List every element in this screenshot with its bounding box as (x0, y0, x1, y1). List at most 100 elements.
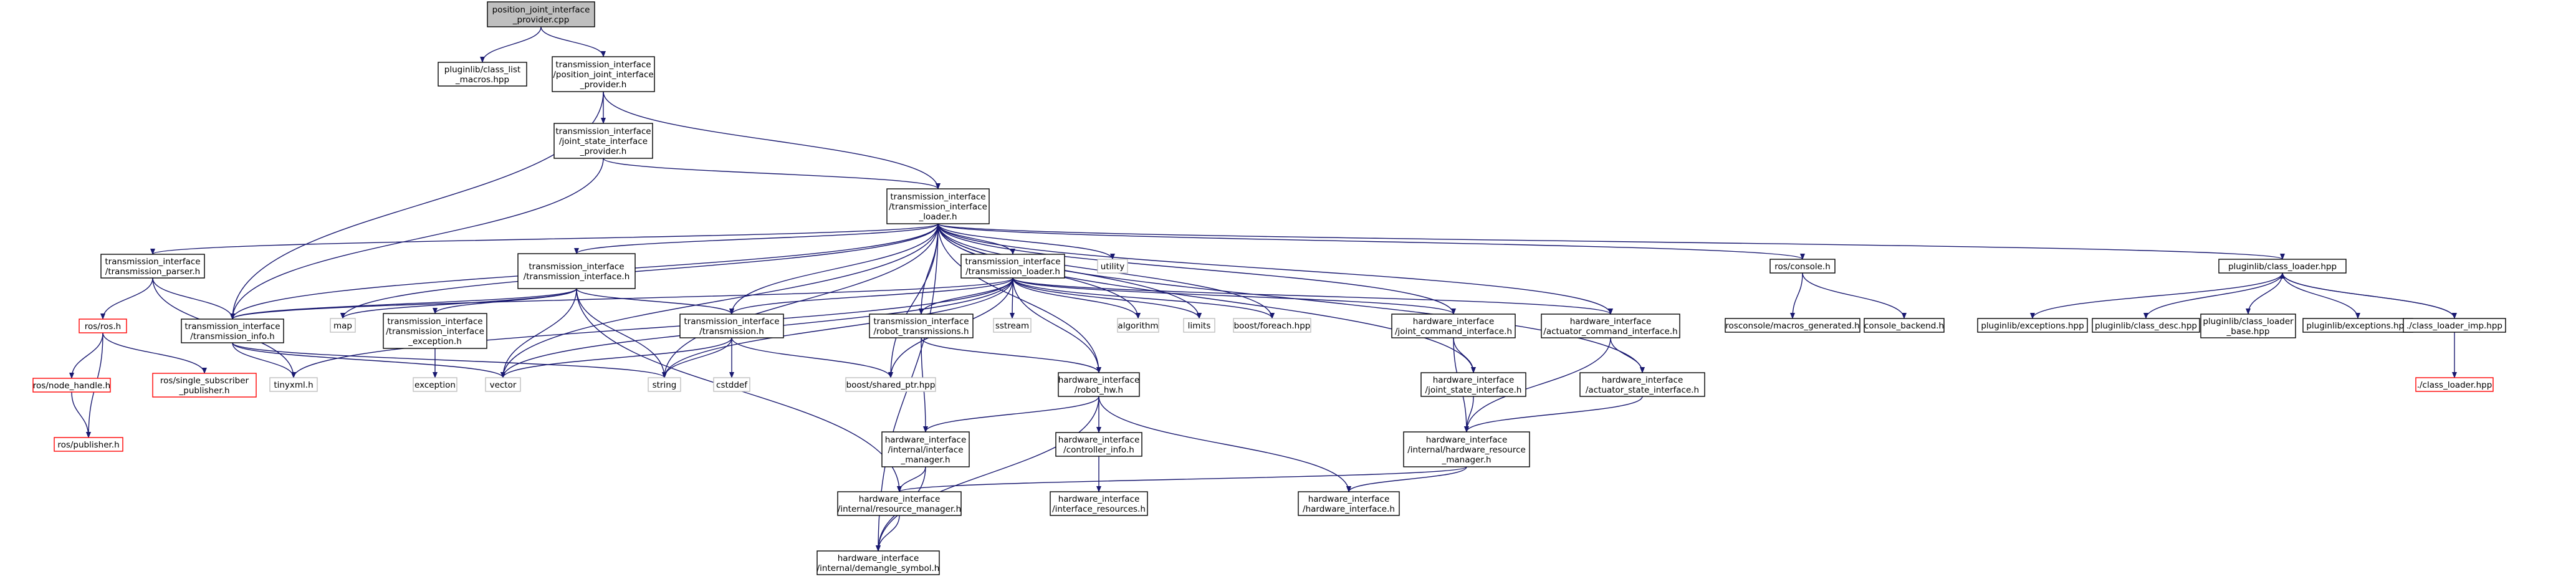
node-label: ./class_loader_imp.hpp (2406, 321, 2502, 331)
node-box (1183, 318, 1215, 333)
node-label: /internal/demangle_symbol.h (817, 563, 940, 573)
node-hi_robot_hw[interactable]: hardware_interface/robot_hw.h (1058, 372, 1140, 397)
node-class_loader_imp[interactable]: ./class_loader_imp.hpp (2403, 318, 2506, 333)
edge-robot_tr_loader-to-string (662, 277, 1013, 378)
node-tinyxml: tinyxml.h (269, 377, 318, 392)
node-pl_class_desc[interactable]: pluginlib/class_desc.hpp (2092, 318, 2200, 333)
node-label: _publisher.h (179, 386, 230, 396)
edge-robot_tr_loader-to-algorithm (1012, 277, 1141, 319)
node-ti_exception[interactable]: transmission_interface/transmission_inte… (383, 313, 487, 349)
node-ti_interface[interactable]: transmission_interface/transmission_inte… (517, 253, 636, 289)
node-hi_demangle[interactable]: hardware_interface/internal/demangle_sym… (816, 550, 940, 575)
node-label: vector (490, 380, 517, 390)
edge-ti_loader-to-pl_class_loader (937, 223, 2285, 260)
node-robot_tr_loader[interactable]: transmission_interface/transmission_load… (960, 254, 1065, 279)
node-node_handle[interactable]: ros/node_handle.h (32, 378, 111, 393)
node-pl_class_loader_base[interactable]: pluginlib/class_loader_base.hpp (2200, 313, 2296, 338)
node-label: rosconsole/macros_generated.h (1725, 321, 1859, 331)
node-pl_class_loader[interactable]: pluginlib/class_loader.hpp (2218, 259, 2347, 274)
node-box (152, 373, 257, 398)
node-console_backend[interactable]: console_backend.h (1864, 318, 1945, 333)
edge-ti_info-to-string (232, 342, 667, 378)
node-ros_ros[interactable]: ros/ros.h (79, 318, 127, 333)
node-box (2092, 318, 2200, 333)
node-label: _manager.h (1441, 455, 1491, 465)
node-pl_exceptions1[interactable]: pluginlib/exceptions.hpp (1977, 318, 2088, 333)
node-label: transmission_interface (387, 317, 482, 327)
node-label: hardware_interface (1058, 375, 1140, 385)
node-hi_res_manager[interactable]: hardware_interface/internal/resource_man… (837, 491, 962, 516)
node-ti_parser[interactable]: transmission_interface/transmission_pars… (100, 254, 205, 279)
node-box (713, 377, 750, 392)
edge-ti_loader-to-boost_shared_ptr (888, 223, 939, 378)
node-box (553, 123, 653, 159)
node-hi_act_state[interactable]: hardware_interface/actuator_state_interf… (1579, 372, 1705, 397)
node-joint_state_provider[interactable]: transmission_interface/joint_state_inter… (553, 123, 653, 159)
node-hi_joint_cmd[interactable]: hardware_interface/joint_command_interfa… (1391, 313, 1516, 338)
node-label: hardware_interface (885, 435, 967, 445)
node-vector: vector (485, 377, 521, 392)
node-box (487, 1, 595, 27)
edge-robot_tr_loader-to-limits (1012, 277, 1202, 319)
node-ti_info[interactable]: transmission_interface/transmission_info… (181, 318, 284, 343)
node-label: /robot_hw.h (1075, 385, 1123, 395)
node-root[interactable]: position_joint_interface_provider.cpp (487, 1, 595, 27)
node-box (2218, 259, 2347, 274)
node-label: transmission_interface (873, 317, 969, 327)
node-label: boost/shared_ptr.hpp (846, 380, 936, 390)
edge-root-to-pl_macros (480, 26, 542, 63)
node-label: pluginlib/class_desc.hpp (2095, 321, 2197, 331)
node-box (1769, 259, 1836, 274)
node-ti_transmission[interactable]: transmission_interface/transmission.h (679, 313, 784, 338)
edge-robot_transmissions-to-hi_robot_hw (921, 337, 1101, 373)
node-rosconsole_macros[interactable]: rosconsole/macros_generated.h (1725, 318, 1860, 333)
edge-hi_robot_hw-to-hi_iface_manager (923, 396, 1099, 433)
node-hi_iface_resources[interactable]: hardware_interface/interface_resources.h (1050, 491, 1148, 516)
node-pl_exceptions2[interactable]: pluginlib/exceptions.hpp (2302, 318, 2413, 333)
node-hi_iface_manager[interactable]: hardware_interface/internal/interface_ma… (881, 431, 970, 467)
node-label: transmission_interface (555, 60, 651, 70)
edge-robot_tr_loader-to-ti_transmission (729, 277, 1013, 315)
edge-ti_transmission-to-string (662, 337, 732, 378)
node-box (881, 431, 970, 467)
node-box (2403, 318, 2506, 333)
node-box (1420, 372, 1526, 397)
node-label: /position_joint_interface (553, 70, 653, 80)
node-box (552, 56, 655, 92)
edge-ros_console-to-console_backend (1802, 272, 1907, 319)
edge-hi_robot_hw-to-hi_demangle (876, 396, 1099, 552)
node-boost_shared_ptr: boost/shared_ptr.hpp (845, 377, 936, 392)
edge-ti_info-to-tinyxml (232, 342, 296, 378)
node-box (993, 318, 1032, 333)
node-pl_macros[interactable]: pluginlib/class_list_macros.hpp (438, 62, 527, 87)
node-label: /transmission_loader.h (965, 267, 1060, 277)
node-box (330, 318, 356, 333)
node-utility: utility (1097, 259, 1128, 274)
node-exception: exception (413, 377, 457, 392)
node-robot_transmissions[interactable]: transmission_interface/robot_transmissio… (869, 313, 974, 338)
node-box (1579, 372, 1705, 397)
edge-ti_loader-to-ti_parser (150, 223, 939, 255)
node-hi_controller_info[interactable]: hardware_interface/controller_info.h (1055, 432, 1142, 457)
node-class_loader[interactable]: ./class_loader.hpp (2415, 377, 2494, 392)
edge-joint_state_provider-to-ti_info (230, 158, 604, 320)
node-hi_hw_interface[interactable]: hardware_interface/hardware_interface.h (1298, 491, 1400, 516)
node-pos_provider_h[interactable]: transmission_interface/position_joint_in… (552, 56, 655, 92)
node-label: /robot_transmissions.h (873, 327, 969, 337)
node-label: hardware_interface (1058, 435, 1140, 445)
node-hi_act_cmd[interactable]: hardware_interface/actuator_command_inte… (1541, 313, 1680, 338)
node-single_sub_pub[interactable]: ros/single_subscriber_publisher.h (152, 373, 257, 398)
node-ti_loader[interactable]: transmission_interface/transmission_inte… (886, 188, 990, 224)
node-hi_joint_state[interactable]: hardware_interface/joint_state_interface… (1420, 372, 1526, 397)
edge-robot_tr_loader-to-hi_act_cmd (1012, 277, 1613, 315)
edge-ti_loader-to-hi_act_cmd (937, 223, 1613, 315)
node-ros_publisher[interactable]: ros/publisher.h (54, 437, 123, 452)
node-label: hardware_interface (859, 494, 941, 504)
node-box (648, 377, 681, 392)
node-ros_console[interactable]: ros/console.h (1769, 259, 1836, 274)
edge-ros_ros-to-node_handle (69, 332, 103, 379)
node-label: /internal/resource_manager.h (838, 504, 961, 514)
edge-root-to-pos_provider_h (540, 26, 606, 57)
node-hi_hw_res_manager[interactable]: hardware_interface/internal/hardware_res… (1403, 431, 1530, 467)
